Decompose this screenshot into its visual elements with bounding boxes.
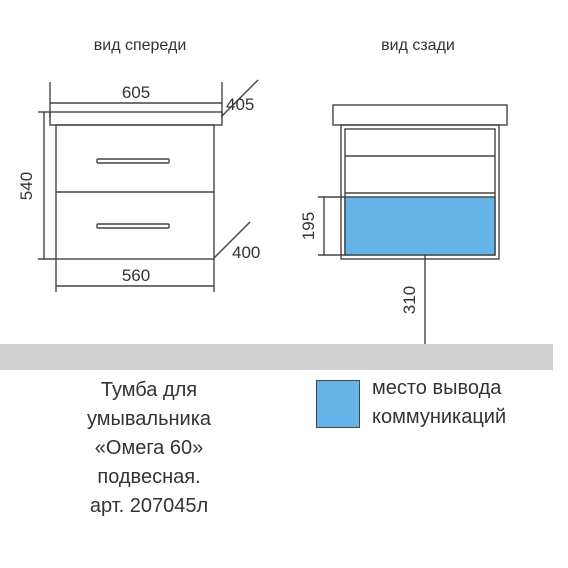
caption-line-5: арт. 207045л — [89, 495, 209, 517]
caption-line-4: подвесная. — [97, 466, 201, 488]
back-view-title: вид сзади — [381, 37, 455, 54]
caption-line-3: «Омега 60» — [94, 437, 204, 459]
bottom-depth-label: 400 — [232, 243, 260, 262]
caption-line-2: умывальника — [86, 408, 212, 430]
top-depth-label: 405 — [226, 95, 254, 114]
drawer-handle-lower — [96, 223, 170, 229]
countertop — [49, 111, 223, 126]
legend-swatch — [316, 380, 360, 428]
legend-label: место вывода коммуникаций — [372, 374, 506, 432]
top-depth-line — [221, 79, 259, 117]
floor-gap-label: 310 — [400, 286, 419, 314]
back-countertop — [332, 104, 508, 126]
top-width-label: 605 — [122, 83, 150, 102]
product-caption: Тумба для умывальника «Омега 60» подвесн… — [44, 376, 254, 521]
back-view — [318, 104, 508, 344]
legend-line-2: коммуникаций — [372, 406, 507, 428]
bottom-width-label: 560 — [122, 266, 150, 285]
caption-line-1: Тумба для — [100, 379, 198, 401]
front-view-title: вид спереди — [94, 37, 187, 54]
front-view — [38, 79, 259, 292]
back-cabinet-frame — [340, 124, 500, 260]
drawer-handle-upper — [96, 158, 170, 164]
floor-band — [0, 344, 553, 370]
zone-height-label: 195 — [299, 212, 318, 240]
legend-line-1: место вывода — [372, 377, 502, 399]
bottom-depth-line — [213, 221, 251, 259]
utility-zone — [344, 196, 496, 256]
height-label: 540 — [17, 172, 36, 200]
